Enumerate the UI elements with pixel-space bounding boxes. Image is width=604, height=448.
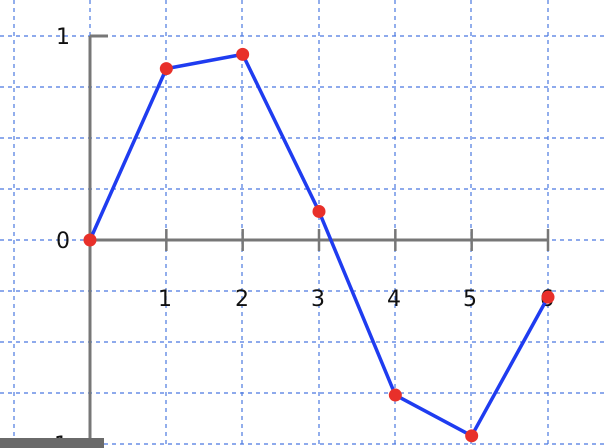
x-tick-label-3: 3 — [311, 287, 325, 312]
tick-labels: 1 0 -1 1 2 3 4 5 6 — [46, 25, 554, 448]
data-point — [388, 388, 402, 402]
series — [83, 47, 555, 443]
axes — [68, 34, 550, 448]
data-point — [312, 204, 326, 218]
y-tick-label-top: 1 — [56, 25, 70, 50]
y-tick-label-zero: 0 — [56, 229, 70, 254]
data-point — [465, 429, 479, 443]
data-point — [83, 233, 97, 247]
data-point — [541, 290, 555, 304]
data-point — [236, 47, 250, 61]
x-tick-label-4: 4 — [387, 287, 401, 312]
series-points — [83, 47, 555, 443]
data-point — [159, 62, 173, 76]
x-axis-ticks — [68, 229, 550, 446]
x-tick-label-1: 1 — [158, 287, 172, 312]
x-tick-label-2: 2 — [235, 287, 249, 312]
corner-bar — [0, 438, 104, 448]
x-tick-label-5: 5 — [463, 287, 477, 312]
